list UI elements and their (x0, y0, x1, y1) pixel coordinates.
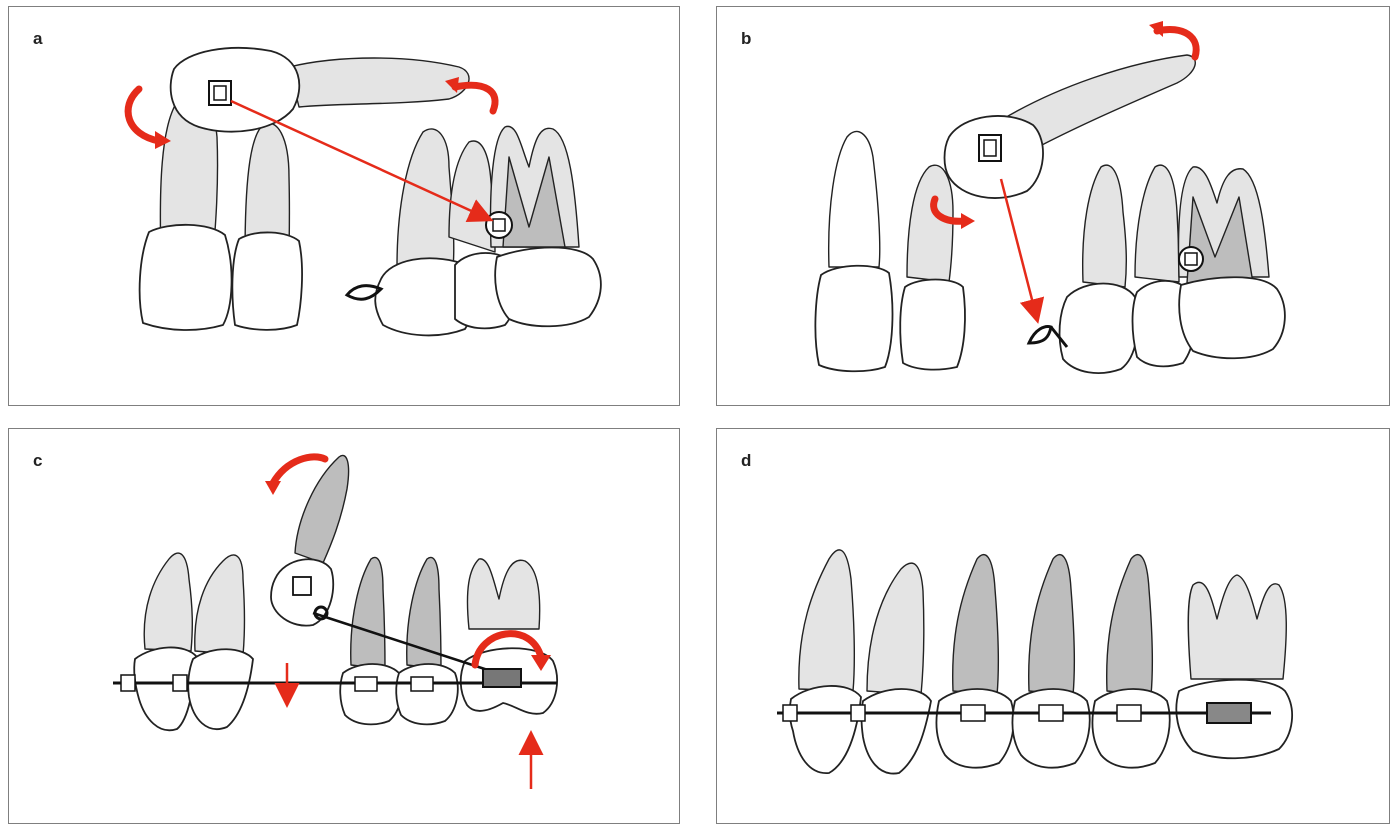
panel-c-drawing (9, 429, 680, 824)
bracket-icon (783, 705, 797, 721)
bracket-icon (121, 675, 135, 691)
central-incisor (815, 131, 892, 371)
curved-arrow-icon (128, 89, 159, 141)
bracket-icon (1039, 705, 1063, 721)
canine (937, 555, 1014, 768)
second-premolar (396, 557, 458, 724)
first-premolar (1060, 165, 1138, 373)
central-incisor (790, 550, 861, 773)
panel-b: b (716, 6, 1390, 406)
bracket-icon (293, 577, 311, 595)
button-attachment-icon (486, 212, 512, 238)
straight-arrow-icon (1001, 179, 1037, 319)
lateral-incisor (188, 555, 253, 729)
panel-d-drawing (717, 429, 1390, 824)
first-premolar (340, 557, 402, 724)
lateral-incisor (232, 123, 302, 330)
first-molar (1176, 575, 1292, 758)
curved-arrow-icon (273, 457, 325, 483)
first-premolar (1013, 555, 1090, 768)
bracket-icon (1117, 705, 1141, 721)
panel-a: a (8, 6, 680, 406)
molar-tube-icon (483, 669, 521, 687)
bracket-icon (355, 677, 377, 691)
central-incisor (134, 553, 197, 730)
bracket-icon (411, 677, 433, 691)
bracket-icon (209, 81, 231, 105)
canine (271, 455, 349, 625)
lateral-incisor (862, 563, 932, 773)
panel-a-drawing (9, 7, 680, 406)
panel-b-drawing (717, 7, 1390, 406)
bracket-icon (979, 135, 1001, 161)
button-attachment-icon (1179, 247, 1203, 271)
second-premolar (1093, 555, 1170, 768)
bracket-icon (961, 705, 985, 721)
panel-c: c (8, 428, 680, 824)
lateral-incisor (900, 165, 965, 369)
molar-tube-icon (1207, 703, 1251, 723)
curved-arrow-icon (455, 85, 495, 111)
bracket-icon (851, 705, 865, 721)
panel-d: d (716, 428, 1390, 824)
bracket-icon (173, 675, 187, 691)
